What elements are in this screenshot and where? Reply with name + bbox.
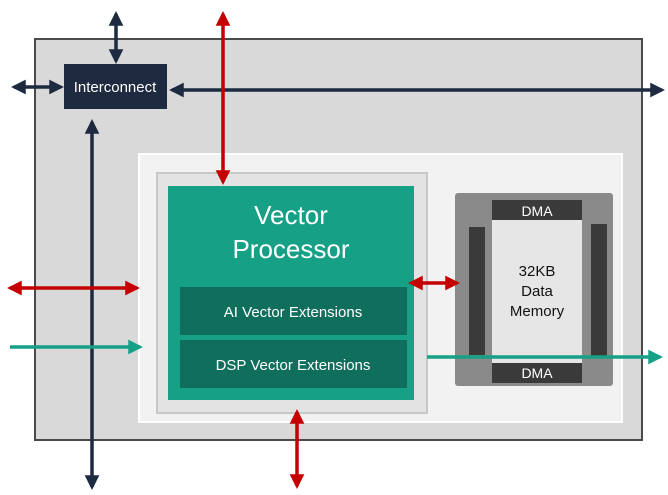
memory-left-bar — [469, 227, 485, 355]
memory-label-line2: Data — [521, 283, 553, 300]
interconnect-block — [64, 64, 167, 109]
memory-label-line3: Memory — [510, 303, 565, 320]
ai-vector-extensions-block — [180, 287, 407, 335]
dma-top-label: DMA — [521, 203, 553, 219]
memory-label-line1: 32KB — [519, 263, 556, 280]
dma-bottom-label: DMA — [521, 365, 553, 381]
memory-right-bar — [591, 224, 607, 356]
ai-vector-extensions-label: AI Vector Extensions — [224, 304, 362, 321]
dma-top-bar — [492, 200, 582, 220]
vector-processor-title-line2: Processor — [232, 234, 349, 264]
dsp-vector-extensions-label: DSP Vector Extensions — [216, 357, 371, 374]
dsp-vector-extensions-block — [180, 340, 407, 388]
vector-processor-title-line1: Vector — [254, 200, 328, 230]
interconnect-label: Interconnect — [74, 79, 157, 96]
dma-bottom-bar — [492, 363, 582, 383]
memory-core — [492, 220, 582, 365]
